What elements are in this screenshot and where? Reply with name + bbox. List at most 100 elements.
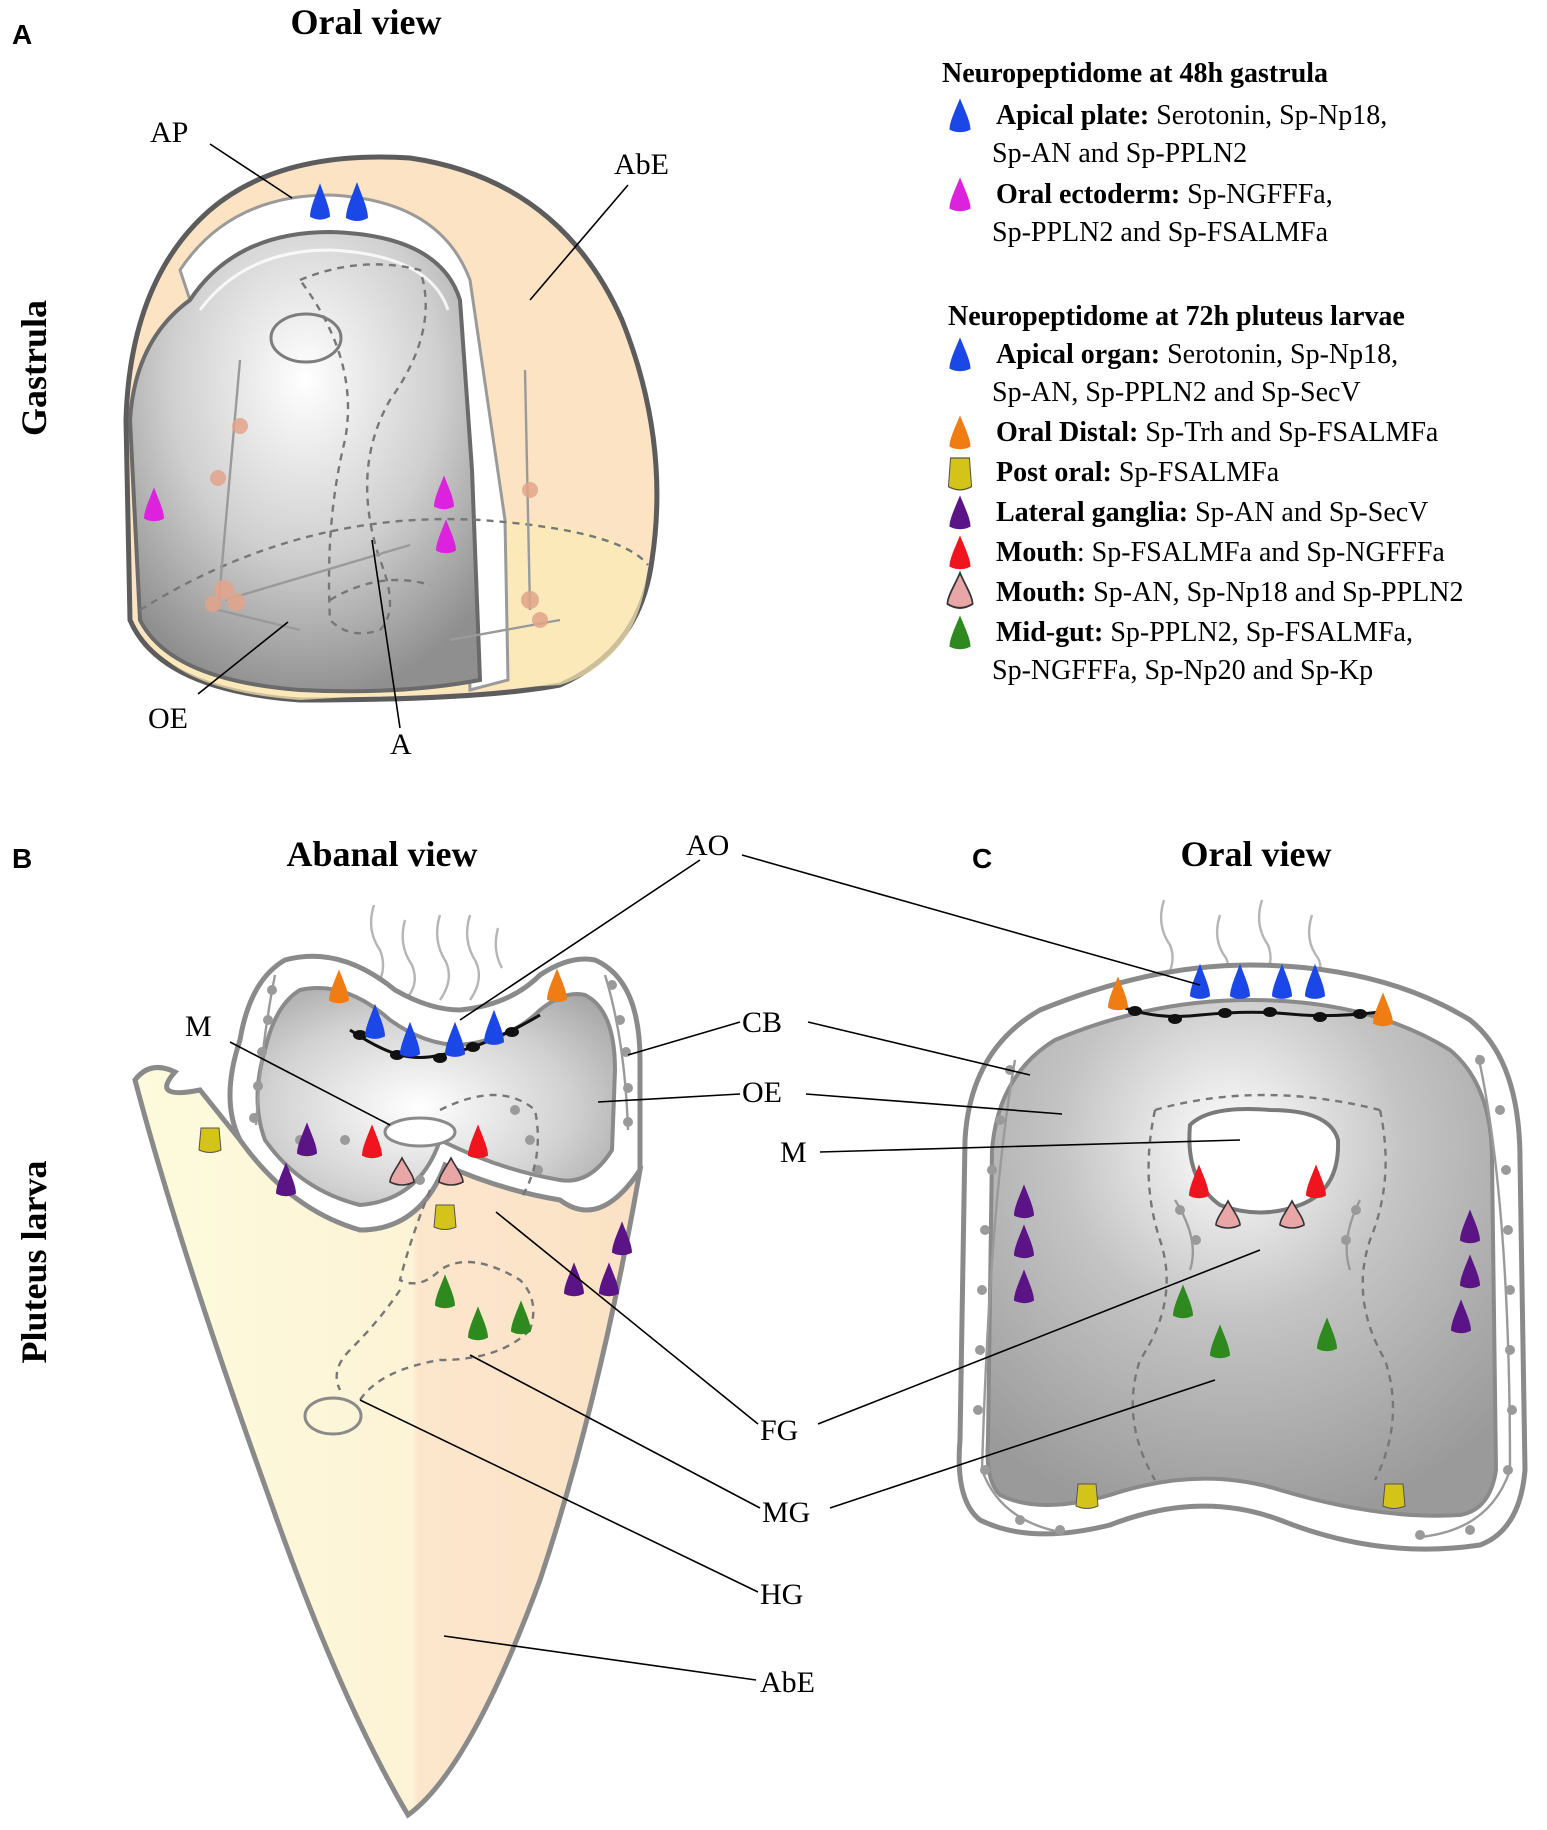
mouth-red-neuron-icon xyxy=(1306,1164,1326,1199)
legend-entry-text: Serotonin, Sp-Np18, xyxy=(1160,339,1398,370)
legend-entry-line1: Apical plate: Serotonin, Sp-Np18, xyxy=(996,100,1387,131)
apical-organ-neuron-icon xyxy=(1190,963,1210,999)
fg-leader-b xyxy=(495,1211,759,1425)
legend-entry-text: Sp-NGFFFa, xyxy=(1180,179,1332,210)
pluteus-abanal-drawing xyxy=(132,904,644,1819)
a-leader-line xyxy=(371,539,401,729)
apical-tuft-cilium xyxy=(1159,899,1174,976)
apical-organ-neuron-icon xyxy=(1230,963,1250,999)
mouth-red-neuron-icon xyxy=(1189,1164,1209,1199)
oral-distal-neuron-icon xyxy=(1373,992,1393,1027)
apical-tuft-cilium xyxy=(465,914,481,1001)
midgut-neuron-icon xyxy=(949,615,971,650)
lateral-ganglia-neuron-icon xyxy=(949,495,971,530)
legend-row: Lateral ganglia: Sp-AN and Sp-SecV xyxy=(949,495,1428,530)
legend-row: Apical plate: Serotonin, Sp-Np18,Sp-AN a… xyxy=(949,98,1387,169)
legend-gastrula-rows: Apical plate: Serotonin, Sp-Np18,Sp-AN a… xyxy=(949,98,1387,248)
pluteus-side-label: Pluteus larva xyxy=(14,1161,54,1364)
ap-leader-line xyxy=(209,143,293,199)
lateral-ganglia-neuron-icon xyxy=(1460,1209,1480,1244)
cb-leader-b xyxy=(627,1021,741,1056)
gastrula-apical-circle xyxy=(269,312,343,364)
panel-a-letter: A xyxy=(12,19,32,50)
abe-leader-b xyxy=(443,1635,757,1681)
legend-entry-text: Sp-AN and Sp-SecV xyxy=(1188,497,1428,528)
legend-entry-line1: Apical organ: Serotonin, Sp-Np18, xyxy=(996,339,1398,370)
oe-leader-line xyxy=(197,621,289,695)
legend-row: Mouth: Sp-FSALMFa and Sp-NGFFFa xyxy=(949,535,1445,570)
legend-row: Oral ectoderm: Sp-NGFFFa, Sp-PPLN2 and Sp… xyxy=(949,177,1333,248)
ciliary-band-fiber xyxy=(603,974,630,1131)
panel-b: B Abanal view Pluteus larva xyxy=(12,834,644,1819)
oral-distal-neuron-icon xyxy=(1108,976,1128,1011)
apical-organ-neuron-icon xyxy=(365,1003,385,1039)
legend-entry-line2: Sp-PPLN2 and Sp-FSALMFa xyxy=(992,217,1329,248)
label-mg: MG xyxy=(762,1496,810,1529)
panel-b-title: Abanal view xyxy=(286,834,477,874)
label-cb: CB xyxy=(742,1006,782,1039)
midgut-neuron-icon xyxy=(511,1300,531,1335)
gastrula-oral-ectoderm-body xyxy=(127,229,483,694)
apical-tuft-cilium xyxy=(435,914,451,1001)
lateral-ganglia-neuron-icon xyxy=(1014,1224,1034,1259)
gastrula-mesenchyme-cells xyxy=(205,418,548,628)
legend-entry-line1: Mouth: Sp-FSALMFa and Sp-NGFFFa xyxy=(996,537,1445,568)
ao-leader-b xyxy=(459,859,701,1021)
label-ao: AO xyxy=(686,829,729,862)
gastrula-side-label: Gastrula xyxy=(14,300,54,436)
anus-b xyxy=(303,1396,363,1436)
m-leader-c xyxy=(819,1139,1241,1153)
gastrula-inner-rim xyxy=(198,248,450,311)
legend-entry-line1: Oral ectoderm: Sp-NGFFFa, xyxy=(996,179,1333,210)
lateral-ganglia-neuron-icon xyxy=(276,1162,296,1197)
legend-entry-line2: Sp-NGFFFa, Sp-Np20 and Sp-Kp xyxy=(992,655,1373,686)
legend-pluteus-rows: Apical organ: Serotonin, Sp-Np18, Sp-AN, … xyxy=(946,337,1463,686)
mg-leader-c xyxy=(829,1379,1216,1509)
post-oral-neuron-icon xyxy=(1382,1483,1406,1509)
mouth-pink-neuron-icon xyxy=(1279,1199,1305,1229)
label-m-b: M xyxy=(185,1010,212,1043)
hg-leader-b xyxy=(359,1399,759,1593)
lateral-ganglia-neuron-icon xyxy=(1460,1254,1480,1289)
panel-c-letter: C xyxy=(972,843,992,874)
legend-entry-text: Sp-AN, Sp-Np18 and Sp-PPLN2 xyxy=(1086,577,1463,608)
legend-entry-line1: Lateral ganglia: Sp-AN and Sp-SecV xyxy=(996,497,1428,528)
legend-entry-name: Post oral: xyxy=(996,457,1112,488)
oral-view-ciliary-fiber xyxy=(1173,1199,1194,1271)
oral-distal-neuron-icon xyxy=(329,969,349,1004)
lateral-ganglia-neuron-icon xyxy=(612,1221,632,1256)
panel-a: A Oral view Gastrula xyxy=(12,2,669,761)
label-a-gastrula: A xyxy=(390,728,412,761)
apical-organ-cells-c xyxy=(1128,1006,1367,1024)
legend-entry-line2: Sp-AN, Sp-PPLN2 and Sp-SecV xyxy=(992,377,1361,408)
post-oral-neuron-icon xyxy=(947,457,973,491)
apical-neuron-icon xyxy=(949,98,971,133)
apical-organ-neuron-icon xyxy=(949,337,971,372)
apical-plate-neuron-icon xyxy=(346,182,368,221)
apical-organ-neuron-icon xyxy=(484,1009,504,1045)
mouth-red-neuron-icon xyxy=(362,1124,382,1159)
apical-organ-neuron-icon xyxy=(445,1021,465,1057)
apical-organ-neuron-icon xyxy=(1305,963,1325,999)
gut-outline-left-c xyxy=(1131,1109,1168,1481)
label-oe: OE xyxy=(742,1076,782,1109)
mouth-pink-neuron-icon xyxy=(389,1156,415,1186)
label-abe-gastrula: AbE xyxy=(614,148,669,181)
ciliary-band-fiber xyxy=(254,974,277,1126)
panel-a-title: Oral view xyxy=(291,2,442,42)
post-oral-neuron-icon xyxy=(1075,1483,1099,1509)
legend-row: Post oral: Sp-FSALMFa xyxy=(947,457,1280,491)
ao-leader-c xyxy=(741,854,1201,986)
mouth-red-neuron-icon xyxy=(468,1124,488,1159)
mouth-opening-c xyxy=(1187,1107,1341,1215)
label-m: M xyxy=(780,1136,807,1169)
legend-entry-line1: Oral Distal: Sp-Trh and Sp-FSALMFa xyxy=(996,417,1439,448)
legend-entry-line1: Mouth: Sp-AN, Sp-Np18 and Sp-PPLN2 xyxy=(996,577,1463,608)
ciliary-band-neurons xyxy=(249,980,633,1185)
legend-entry-line1: Mid-gut: Sp-PPLN2, Sp-FSALMFa, xyxy=(996,617,1413,648)
label-ap: AP xyxy=(150,116,188,149)
gastrula-neurons xyxy=(144,182,456,554)
legend-entry-line1: Post oral: Sp-FSALMFa xyxy=(996,457,1280,488)
gut-outline-right-c xyxy=(1361,1109,1395,1481)
